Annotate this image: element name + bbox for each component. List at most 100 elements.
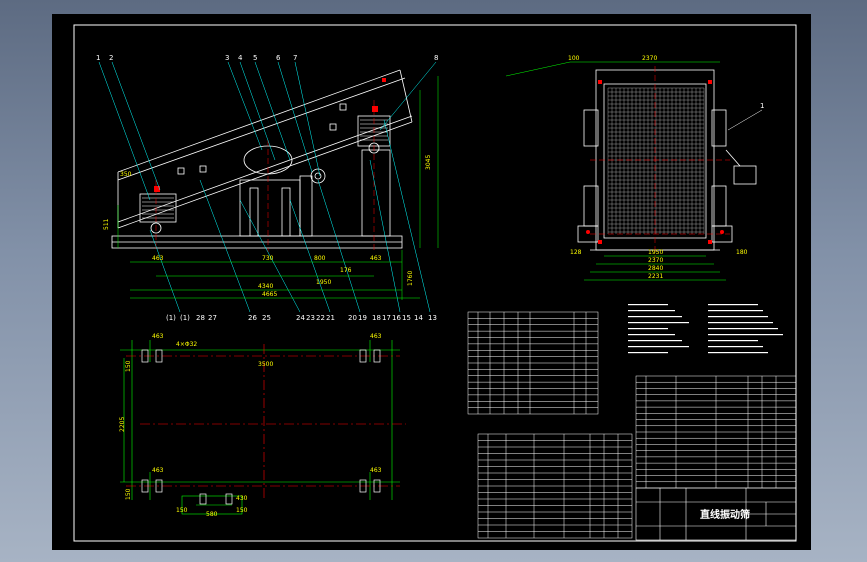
dim-463-right: 463: [370, 255, 382, 262]
note-line: [708, 340, 758, 342]
note-line: [708, 304, 758, 306]
dim-2840: 2840: [648, 265, 663, 272]
title-block-name: 直线振动筛: [700, 508, 750, 521]
dim-800: 800: [314, 255, 326, 262]
note-line: [628, 310, 675, 312]
end-view-dimensions: [505, 61, 726, 281]
dim-150-b: 150: [125, 488, 132, 500]
part-number-6: 6: [276, 54, 281, 62]
dim-3500: 3500: [258, 361, 273, 368]
dim-100: 100: [568, 55, 580, 62]
part-number-5: 5: [253, 54, 257, 62]
dim-463-c: 463: [152, 467, 164, 474]
part-number-bottom: 14: [414, 314, 423, 322]
parts-table-bottom: [477, 433, 633, 539]
drawing-border: [73, 24, 797, 542]
dim-2370: 2370: [648, 257, 663, 264]
dim-150-c: 150: [176, 507, 188, 514]
dim-1760: 1760: [407, 271, 414, 286]
plan-view-labels: 463 463 463 463 3500 2205 430 580 150 15…: [119, 333, 382, 518]
part-number-bottom: 24: [296, 314, 305, 322]
note-line: [628, 304, 668, 306]
dim-463-b: 463: [370, 333, 382, 340]
dim-511: 511: [103, 218, 110, 230]
end-view-screen-mesh: [607, 87, 705, 234]
note-line: [708, 316, 768, 318]
side-view-accents: [154, 78, 386, 192]
part-number-bottom: 25: [262, 314, 271, 322]
note-line: [708, 328, 778, 330]
note-line: [628, 328, 668, 330]
part-number-8: 8: [434, 54, 438, 62]
end-view-accents: [586, 80, 724, 244]
note-line: [708, 310, 763, 312]
dim-4340: 4340: [258, 283, 273, 290]
dim-3045: 3045: [425, 155, 432, 170]
side-view-part-numbers-bottom: (1) (1) 28 27 26 25 24 23 22 21 20 19 18…: [166, 314, 437, 322]
end-view-centerlines: [590, 66, 730, 258]
note-line: [628, 352, 668, 354]
side-view-dimensions: [117, 76, 439, 300]
part-number-2: 2: [109, 54, 113, 62]
dim-463-a: 463: [152, 333, 164, 340]
note-line: [628, 322, 689, 324]
dim-150-d: 150: [236, 507, 248, 514]
part-number-bottom: 28: [196, 314, 205, 322]
dim-463-d: 463: [370, 467, 382, 474]
part-number-bottom: 15: [402, 314, 411, 322]
end-view-labels: 100 2370 1950 2370 2840 2231 128 180 1: [568, 55, 764, 280]
part-number-bottom: 19: [358, 314, 367, 322]
side-view-centerlines: [155, 100, 375, 252]
title-block: [635, 487, 797, 541]
part-number-bottom: (1): [180, 314, 190, 322]
note-line: [708, 322, 773, 324]
part-number-bottom: 27: [208, 314, 217, 322]
part-number-bottom: 18: [372, 314, 381, 322]
part-number-7: 7: [293, 54, 297, 62]
dim-1950: 1950: [648, 249, 663, 256]
side-view-labels: 1 2 3 4 5 6 7 8 463 730 800 463 176 1950…: [96, 54, 438, 298]
note-line: [628, 346, 689, 348]
technical-notes: [628, 304, 783, 354]
dim-580: 580: [206, 511, 218, 518]
part-number-bottom: 22: [316, 314, 325, 322]
note-line: [708, 334, 783, 336]
dim-bolt-spec: 4×Φ32: [176, 341, 197, 348]
drawing-paper: [52, 14, 811, 550]
dim-176: 176: [340, 267, 352, 274]
parts-table-left: [467, 311, 599, 415]
part-number-bottom: 17: [382, 314, 391, 322]
part-number-bottom: 23: [306, 314, 315, 322]
part-number-1: 1: [96, 54, 100, 62]
part-number-bottom: 20: [348, 314, 357, 322]
dim-4665: 4665: [262, 291, 277, 298]
part-number-bottom: 21: [326, 314, 335, 322]
dim-2370-top: 2370: [642, 55, 657, 62]
end-view-part-number: 1: [760, 102, 764, 110]
dim-463-left: 463: [152, 255, 164, 262]
side-view-leaders: [98, 61, 437, 313]
part-number-3: 3: [225, 54, 229, 62]
dim-350: 350: [120, 171, 132, 178]
dim-150-a: 150: [125, 360, 132, 372]
dim-2231: 2231: [648, 273, 663, 280]
note-line: [628, 334, 675, 336]
part-number-4: 4: [238, 54, 243, 62]
note-line: [628, 316, 682, 318]
plan-view-centerlines: [126, 344, 406, 500]
dim-1950: 1950: [316, 279, 331, 286]
dim-128: 128: [570, 249, 582, 256]
dim-730: 730: [262, 255, 274, 262]
dim-430: 430: [236, 495, 248, 502]
part-number-bottom: 26: [248, 314, 257, 322]
plan-view: [120, 340, 400, 515]
note-line: [628, 340, 682, 342]
note-line: [708, 352, 768, 354]
note-line: [708, 346, 763, 348]
part-number-bottom: (1): [166, 314, 176, 322]
end-view-leader: [727, 109, 763, 131]
plan-view-bolt-holes: [141, 349, 381, 505]
dim-2205: 2205: [119, 417, 126, 432]
